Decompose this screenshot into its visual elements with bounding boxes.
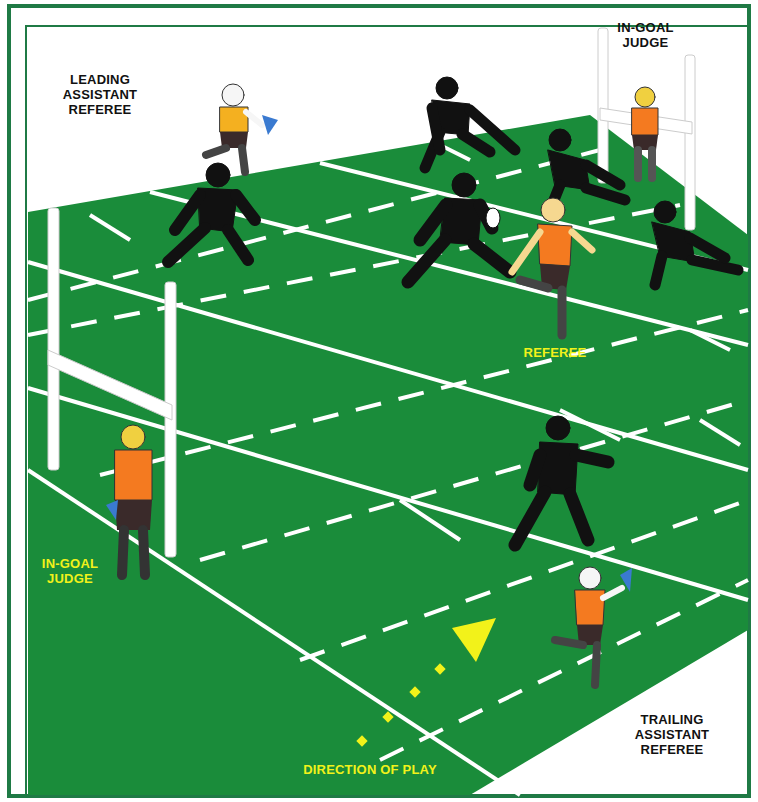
official-label: TRAILING ASSISTANT REFEREE bbox=[612, 712, 732, 757]
inner-frame bbox=[26, 26, 748, 796]
solid-field-lines bbox=[28, 163, 748, 795]
dashed-field-lines bbox=[28, 150, 748, 760]
match-officials bbox=[106, 84, 658, 685]
official-label: IN-GOAL JUDGE bbox=[30, 556, 110, 586]
direction-arrow bbox=[356, 618, 496, 747]
official-label: REFEREE bbox=[505, 345, 605, 360]
goal-posts bbox=[48, 28, 695, 557]
in-goal-judge-top bbox=[632, 87, 658, 178]
rugby-ball bbox=[486, 208, 500, 228]
in-goal-judge-left bbox=[106, 425, 152, 575]
cross-marks bbox=[90, 140, 740, 540]
player-silhouettes bbox=[168, 77, 738, 545]
trailing-assistant-referee bbox=[555, 567, 632, 685]
direction-label: DIRECTION OF PLAY bbox=[270, 762, 470, 777]
official-label: LEADING ASSISTANT REFEREE bbox=[40, 72, 160, 117]
official-label: IN-GOAL JUDGE bbox=[598, 20, 693, 50]
field bbox=[28, 115, 748, 795]
referee bbox=[512, 198, 592, 335]
outer-frame bbox=[9, 6, 749, 796]
leading-assistant-referee bbox=[206, 84, 278, 172]
